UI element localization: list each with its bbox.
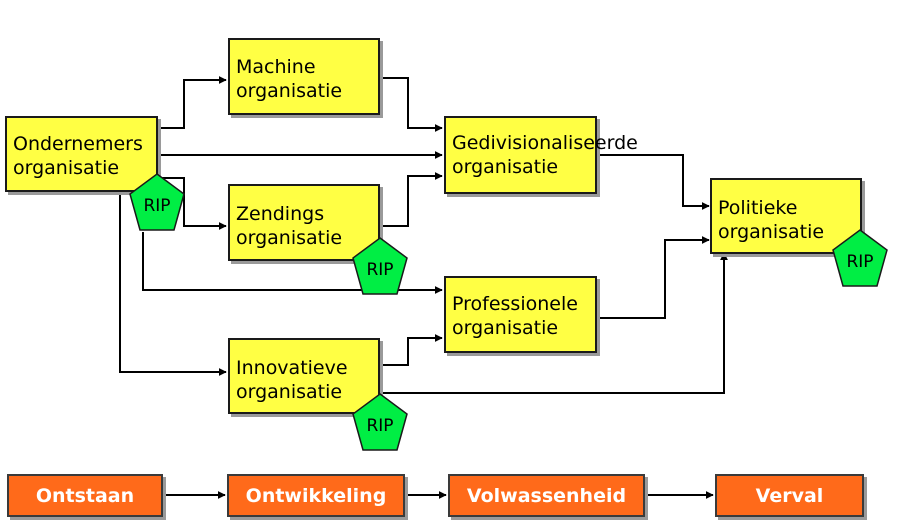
arrow-zendings-gedivisionaliseerde	[380, 172, 443, 227]
stage-ontstaan: Ontstaan	[7, 474, 163, 517]
box-innovatieve-organisatie: Innovatieve organisatie	[228, 338, 380, 414]
arrow-ondernemers-zendings	[158, 177, 227, 230]
box-zendings-organisatie: Zendings organisatie	[228, 184, 380, 261]
ondernemers-line2: organisatie	[13, 157, 120, 179]
arrow-gedivisionaliseerde-politieke	[597, 154, 710, 210]
machine-line2: organisatie	[236, 80, 343, 102]
politieke-line1: Politieke	[718, 197, 798, 219]
rip-label: RIP	[846, 252, 874, 272]
professionele-line1: Professionele	[452, 293, 578, 315]
zendings-line1: Zendings	[236, 203, 325, 225]
rip-label: RIP	[366, 260, 394, 280]
rip-label: RIP	[366, 416, 394, 436]
zendings-line2: organisatie	[236, 227, 343, 249]
politieke-line2: organisatie	[718, 221, 825, 243]
pentagon-icon	[129, 173, 185, 231]
box-ondernemers-organisatie: Ondernemers organisatie	[5, 116, 158, 192]
rip-badge-innovatieve: RIP	[351, 392, 409, 452]
machine-line1: Machine	[236, 56, 316, 78]
stage-volwassenheid: Volwassenheid	[448, 474, 645, 517]
arrow-innovatieve-professionele	[380, 334, 443, 366]
gedivisionaliseerde-line1: Gedivisionaliseerde	[452, 132, 638, 154]
box-professionele-organisatie: Professionele organisatie	[444, 276, 597, 353]
arrow-innovatieve-politieke	[380, 252, 728, 394]
innovatieve-line1: Innovatieve	[236, 357, 348, 379]
innovatieve-line2: organisatie	[236, 381, 343, 403]
box-gedivisionaliseerde-organisatie: Gedivisionaliseerde organisatie	[444, 116, 638, 194]
box-machine-organisatie: Machine organisatie	[228, 38, 380, 115]
arrow-machine-gedivisionaliseerde	[380, 77, 443, 132]
professionele-line2: organisatie	[452, 317, 559, 339]
pentagon-icon	[832, 229, 888, 287]
stage-ontwikkeling: Ontwikkeling	[227, 474, 405, 517]
arrow-professionele-politieke	[597, 236, 710, 319]
rip-badge-zendings: RIP	[351, 236, 409, 296]
gedivisionaliseerde-line2: organisatie	[452, 156, 559, 178]
arrow-ondernemers-machine	[158, 76, 227, 129]
arrow-ondernemers-innovatieve	[119, 192, 227, 376]
ondernemers-line1: Ondernemers	[13, 133, 143, 155]
pentagon-icon	[352, 393, 408, 451]
rip-badge-politieke: RIP	[831, 228, 889, 288]
stage-verval: Verval	[715, 474, 864, 517]
box-politieke-organisatie: Politieke organisatie	[710, 178, 862, 254]
rip-label: RIP	[143, 196, 171, 216]
arrow-ondernemers-professionele	[142, 232, 443, 294]
pentagon-icon	[352, 237, 408, 295]
rip-badge-ondernemers: RIP	[128, 172, 186, 232]
